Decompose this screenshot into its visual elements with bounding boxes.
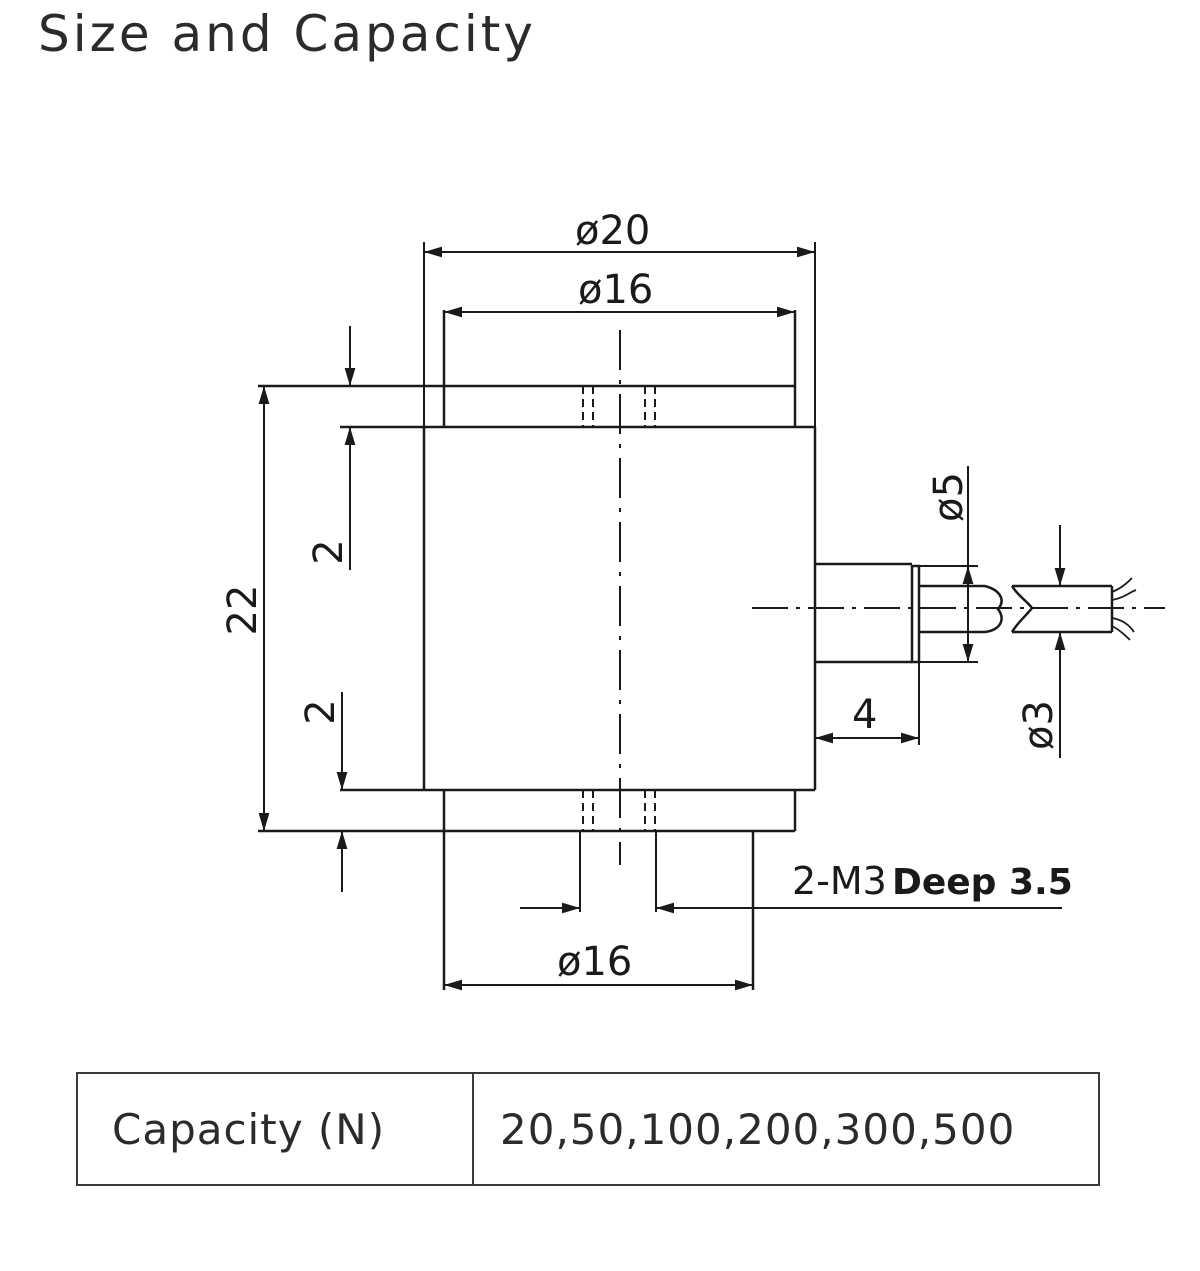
label-bottom-step: 2 — [298, 699, 344, 724]
table-row: Capacity (N) 20,50,100,200,300,500 — [76, 1072, 1100, 1186]
dim-top-outer-diameter — [423, 242, 816, 427]
label-top-inner-diameter: ø16 — [578, 267, 653, 313]
label-cable-inner-diameter: ø3 — [1016, 700, 1062, 750]
label-cable-gland-length: 4 — [852, 692, 877, 738]
label-cable-outer-diameter: ø5 — [926, 472, 972, 522]
capacity-values: 20,50,100,200,300,500 — [472, 1072, 1100, 1186]
dim-cable-outer-diameter — [919, 466, 978, 663]
technical-drawing: ø20 ø16 22 2 2 ø5 ø3 4 — [220, 208, 1165, 991]
label-total-height: 22 — [220, 585, 266, 636]
label-top-outer-diameter: ø20 — [575, 208, 650, 254]
capacity-table: Capacity (N) 20,50,100,200,300,500 — [76, 1072, 1100, 1186]
thread-holes — [579, 386, 657, 912]
dim-cable-gland-length — [815, 662, 920, 745]
label-bottom-diameter: ø16 — [557, 939, 632, 985]
capacity-label: Capacity (N) — [76, 1072, 474, 1186]
page-title: Size and Capacity — [38, 5, 536, 63]
label-top-step: 2 — [306, 539, 352, 564]
thread-note: 2-M3 Deep 3.5 — [792, 859, 1073, 903]
thread-note-prefix: 2-M3 — [792, 859, 887, 903]
cable-gland — [752, 562, 1165, 664]
thread-note-suffix: Deep 3.5 — [892, 862, 1073, 903]
